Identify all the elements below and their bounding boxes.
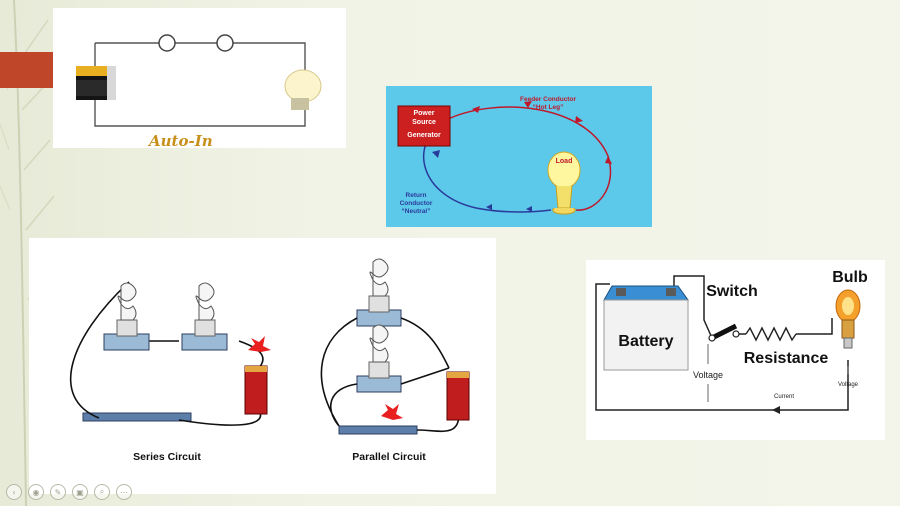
previous-slide-button[interactable]: ‹ [6, 484, 22, 500]
feeder-label-2: “Hot Leg” [533, 104, 564, 111]
battery-label: Battery [618, 333, 673, 350]
slides-button[interactable]: ▣ [72, 484, 88, 500]
simple-circuit-image: Auto-In [53, 8, 346, 148]
current-label: Current [774, 394, 794, 400]
parallel-circuit-label: Parallel Circuit [352, 451, 426, 463]
switch-label: Switch [706, 283, 758, 300]
feeder-label-1: Feeder Conductor [520, 96, 576, 103]
resistance-label: Resistance [744, 350, 829, 367]
return-label-3: “Neutral” [402, 208, 431, 215]
power-source-line-3: Generator [407, 132, 441, 139]
bulb-label: Bulb [832, 269, 868, 286]
presentation-nav-controls: ‹ ◉ ✎ ▣ ⌕ ⋯ [6, 484, 132, 500]
power-loop-diagram: Power Source Generator Feeder Conductor … [386, 86, 652, 227]
watermark: Auto-In [147, 132, 213, 148]
voltage-left-label: Voltage [693, 370, 723, 380]
accent-bar [0, 52, 54, 88]
more-options-button[interactable]: ⋯ [116, 484, 132, 500]
voltage-right-label: Voltage [838, 382, 859, 388]
pen-button[interactable]: ✎ [50, 484, 66, 500]
power-source-line-2: Source [412, 119, 436, 126]
power-source-line-1: Power [413, 110, 434, 117]
load-label: Load [556, 158, 573, 165]
return-label-1: Return [406, 192, 427, 199]
zoom-button[interactable]: ⌕ [94, 484, 110, 500]
return-label-2: Conductor [400, 200, 433, 207]
series-circuit-label: Series Circuit [133, 451, 201, 463]
battery-resistance-circuit-image: Battery Switch Bulb Resistance Voltage V… [586, 260, 885, 440]
series-parallel-image: Series Circuit Parallel Circuit [29, 238, 496, 494]
pointer-button[interactable]: ◉ [28, 484, 44, 500]
